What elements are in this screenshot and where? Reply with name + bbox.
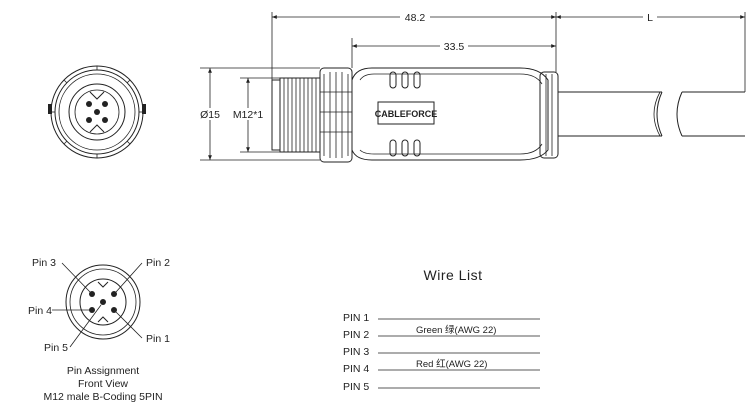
connector-front-view [48,65,146,159]
dim-diameter: Ø15 [200,109,220,121]
pin-caption-line2: Front View [78,378,128,390]
wire-pin-4: PIN 4 [343,363,369,375]
dimension-lines: 48.2 33.5 L Ø15 M12*1 [196,11,746,161]
wire-pin-3: PIN 3 [343,346,369,358]
wire-list: Wire List PIN 1 PIN 2 Green 绿(AWG 22) PI… [343,267,540,393]
wire-list-title: Wire List [424,267,483,283]
dim-cable-length: L [647,12,653,24]
wire-note-2: Green 绿(AWG 22) [416,324,496,336]
pin-caption-line3: M12 male B-Coding 5PIN [43,391,162,403]
brand-text: CABLEFORCE [375,109,438,119]
pin-caption-line1: Pin Assignment [67,365,139,377]
pin-5-label: Pin 5 [44,342,68,354]
pin-3-label: Pin 3 [32,257,56,269]
wire-pin-1: PIN 1 [343,312,369,324]
dim-overall-length: 48.2 [405,12,426,24]
pin-2-label: Pin 2 [146,257,170,269]
pin-assignment: Pin 3 Pin 2 Pin 4 Pin 1 Pin 5 Pin Assign… [28,257,170,403]
wire-pin-2: PIN 2 [343,329,369,341]
pin-1-label: Pin 1 [146,333,170,345]
pin-4-label: Pin 4 [28,305,52,317]
wire-pin-5: PIN 5 [343,381,369,393]
wire-note-4: Red 红(AWG 22) [416,358,487,370]
dim-thread: M12*1 [233,109,264,121]
brand-logo [377,101,435,125]
connector-side-view: CABLEFORCE [271,67,745,163]
dim-body-length: 33.5 [444,41,465,53]
